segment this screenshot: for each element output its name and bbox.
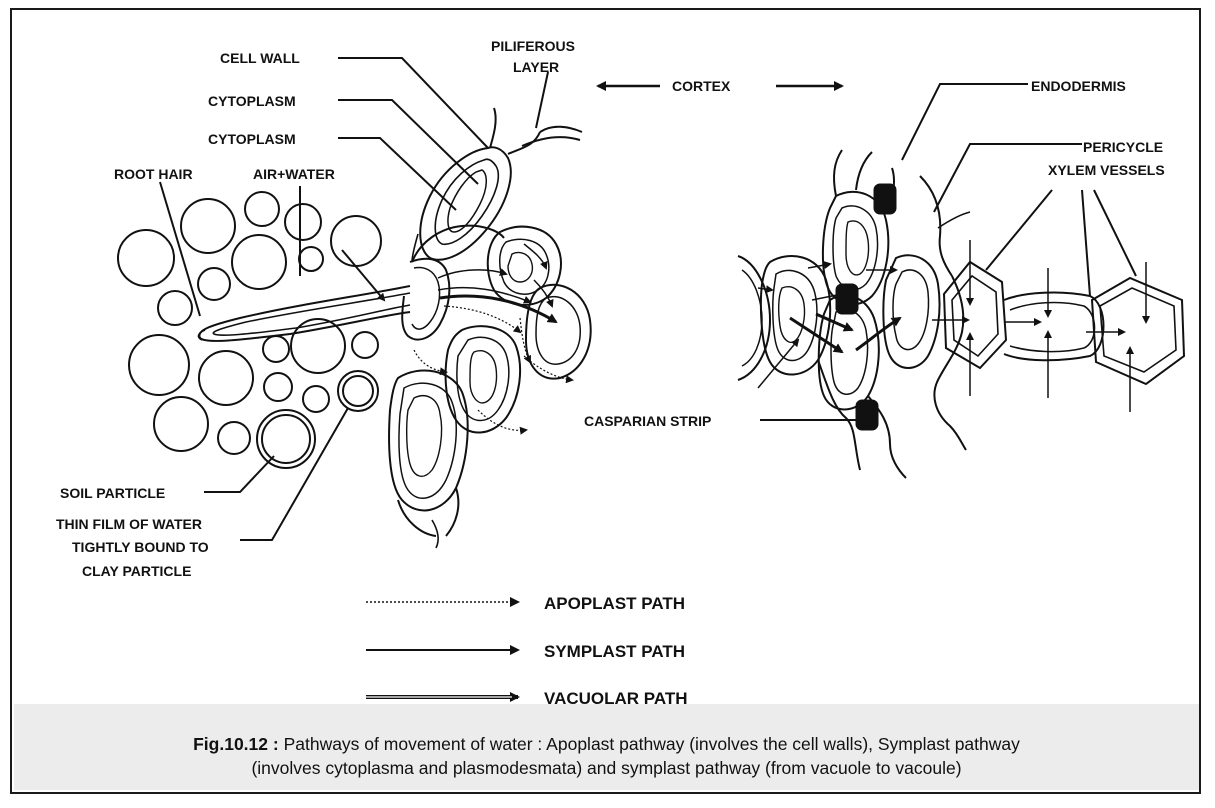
leader-lines (160, 58, 1136, 540)
label-thin-film-2: TIGHTLY BOUND TO (72, 539, 209, 555)
legend: APOPLAST PATH SYMPLAST PATH VACUOLAR PAT… (366, 594, 688, 708)
label-cell-wall: CELL WALL (220, 50, 300, 66)
label-cortex: CORTEX (672, 78, 731, 94)
label-soil-particle: SOIL PARTICLE (60, 485, 165, 501)
endodermis-cells (738, 150, 1184, 478)
label-layer: LAYER (513, 59, 559, 75)
label-xylem-vessels: XYLEM VESSELS (1048, 162, 1165, 178)
soil-particles (118, 192, 381, 468)
caption-line-2: (involves cytoplasma and plasmodesmata) … (14, 756, 1199, 780)
legend-symplast-label: SYMPLAST PATH (544, 642, 685, 661)
caption-text-1: Pathways of movement of water : Apoplast… (279, 734, 1020, 754)
label-air-water: AIR+WATER (253, 166, 335, 182)
figure-caption: Fig.10.12 : Pathways of movement of wate… (14, 704, 1199, 790)
caption-fig-number: Fig.10.12 : (193, 734, 279, 754)
diagram-labels: CELL WALL PILIFEROUS LAYER CORTEX ENDODE… (56, 38, 1165, 579)
legend-apoplast-label: APOPLAST PATH (544, 594, 685, 613)
label-thin-film-1: THIN FILM OF WATER (56, 516, 202, 532)
caption-line-1: Fig.10.12 : Pathways of movement of wate… (14, 732, 1199, 756)
label-cytoplasm-1: CYTOPLASM (208, 93, 296, 109)
label-thin-film-3: CLAY PARTICLE (82, 563, 191, 579)
label-piliferous: PILIFEROUS (491, 38, 575, 54)
label-endodermis: ENDODERMIS (1031, 78, 1126, 94)
label-pericycle: PERICYCLE (1083, 139, 1163, 155)
label-casparian-strip: CASPARIAN STRIP (584, 413, 711, 429)
label-cytoplasm-2: CYTOPLASM (208, 131, 296, 147)
label-root-hair: ROOT HAIR (114, 166, 193, 182)
